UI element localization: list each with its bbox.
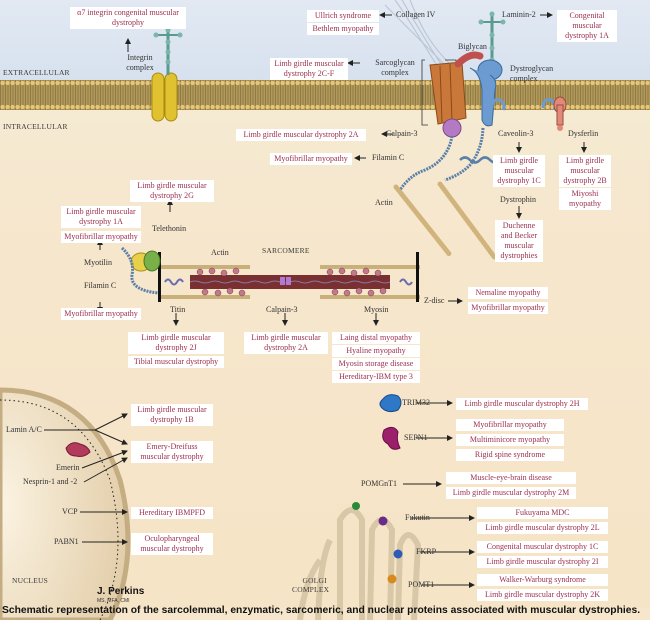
label-nesprin: Nesprin-1 and -2: [23, 477, 78, 486]
label-filamin-membrane: Filamin C: [372, 153, 405, 162]
label-filamin-sarc: Filamin C: [84, 281, 117, 290]
zdisc-proteins-shape: [120, 246, 161, 295]
disease-collagen-1: Bethlem myopathy: [307, 23, 379, 35]
disease-zdisc-1: Myofibrillar myopathy: [468, 302, 548, 314]
label-calpain-membrane: Calpain-3: [386, 129, 418, 138]
golgi-label-line1: GOLGI: [302, 576, 327, 585]
disease-integrin: α7 integrin congenital muscular dystroph…: [70, 7, 186, 29]
disease-myosin-0: Laing distal myopathy: [332, 332, 420, 344]
disease-pomt1-0: Walker-Warburg syndrome: [477, 574, 608, 586]
sarcomere-shape: [158, 252, 420, 302]
disease-lamin: Limb girdle muscular dystrophy 1B: [131, 404, 213, 426]
golgi-enzymes: [352, 502, 403, 584]
integrin-complex-shape: [151, 19, 183, 122]
disease-titin-1: Tibial muscular dystrophy: [128, 356, 224, 368]
label-dystrophin: Dystrophin: [500, 195, 536, 204]
label-caveolin: Caveolin-3: [498, 129, 534, 138]
intracellular-label: INTRACELLULAR: [3, 122, 68, 131]
dystroglycan-complex-shape: [469, 59, 557, 127]
disease-myosin-2: Myosin storage disease: [332, 358, 420, 370]
label-actin-membrane: Actin: [375, 198, 393, 207]
sepn1-shape: [382, 426, 401, 450]
disease-vcp: Hereditary IBMPFD: [131, 507, 213, 519]
disease-telethonin: Limb girdle muscular dystrophy 2G: [130, 180, 214, 202]
disease-dysferlin-1: Miyoshi myopathy: [559, 188, 611, 210]
label-pomgnt1: POMGnT1: [361, 479, 398, 488]
disease-sepn1-1: Multiminicore myopathy: [456, 434, 564, 446]
disease-fkrp-1: Limb girdle muscular dystrophy 2I: [477, 556, 608, 568]
label-telethonin: Telethonin: [152, 224, 187, 233]
disease-calpain-membrane: Limb girdle muscular dystrophy 2A: [236, 129, 366, 141]
nucleus-shape: [0, 387, 131, 620]
label-sarcoglycan: Sarcoglycan complex: [375, 58, 415, 77]
label-dystroglycan: Dystroglycan complex: [510, 64, 554, 83]
label-biglycan: Biglycan: [458, 42, 487, 51]
label-collagen: Collagen IV: [396, 10, 436, 19]
label-myotilin: Myotilin: [84, 258, 113, 267]
golgi-shape: [297, 507, 422, 620]
disease-fukutin-1: Limb girdle muscular dystrophy 2L: [477, 522, 608, 534]
sarcomere-label: SARCOMERE: [262, 246, 310, 255]
disease-titin-0: Limb girdle muscular dystrophy 2J: [128, 332, 224, 354]
disease-trim32: Limb girdle muscular dystrophy 2H: [456, 398, 588, 410]
label-dysferlin: Dysferlin: [568, 129, 599, 138]
disease-myotilin-1: Myofibrillar myopathy: [61, 231, 141, 243]
disease-myotilin-0: Limb girdle muscular dystrophy 1A: [61, 206, 141, 228]
label-calpain-sarc: Calpain-3: [266, 305, 298, 314]
disease-pabn1: Oculopharyngeal muscular dystrophy: [131, 533, 213, 555]
label-integrin: Integrin complex: [126, 53, 154, 72]
trim32-shape: [379, 394, 402, 413]
disease-pomt1-1: Limb girdle muscular dystrophy 2K: [477, 589, 608, 601]
sarcolemma-membrane: [0, 80, 650, 110]
dysferlin-shape: [553, 96, 567, 131]
label-fukutin: Fukutin: [405, 513, 430, 522]
label-vcp: VCP: [62, 507, 78, 516]
extracellular-label: EXTRACELLULAR: [3, 68, 70, 77]
label-zdisc: Z-disc: [424, 296, 445, 305]
disease-dystrophin: Duchenne and Becker muscular dystrophies: [495, 220, 543, 262]
label-emerin: Emerin: [56, 463, 80, 472]
golgi-label: GOLGI COMPLEX: [292, 576, 329, 594]
artist-credentials: MS, MFA, CMI: [97, 598, 130, 604]
membrane-chains: [398, 127, 485, 191]
label-trim32: TRIM32: [402, 398, 430, 407]
actin-filaments: [393, 181, 498, 261]
label-lamin: Lamin A/C: [6, 425, 42, 434]
disease-myosin-3: Hereditary-IBM type 3: [332, 371, 420, 383]
label-sepn1: SEPN1: [404, 433, 428, 442]
biglycan-shape: [454, 51, 484, 68]
disease-calpain-sarc: Limb girdle muscular dystrophy 2A: [244, 332, 328, 354]
disease-collagen-0: Ullrich syndrome: [307, 10, 379, 22]
disease-caveolin: Limb girdle muscular dystrophy 1C: [493, 155, 545, 187]
disease-laminin: Congenital muscular dystrophy 1A: [557, 10, 617, 42]
figure-caption: Schematic representation of the sarcolem…: [2, 605, 641, 616]
disease-sepn1-2: Rigid spine syndrome: [456, 449, 564, 461]
label-actin-sarc: Actin: [211, 248, 229, 257]
disease-emery: Emery-Dreifuss muscular dystrophy: [131, 441, 213, 463]
label-laminin: Laminin-2: [502, 10, 536, 19]
label-myosin: Myosin: [364, 305, 389, 314]
arrows: [80, 12, 587, 588]
label-titin: Titin: [170, 305, 186, 314]
disease-filamin-sarc: Myofibrillar myopathy: [61, 308, 141, 320]
disease-myosin-1: Hyaline myopathy: [332, 345, 420, 357]
disease-pomgnt1-1: Limb girdle muscular dystrophy 2M: [446, 487, 576, 499]
disease-sepn1-0: Myofibrillar myopathy: [456, 419, 564, 431]
disease-fkrp-0: Congenital muscular dystrophy 1C: [477, 541, 608, 553]
sarcoglycan-complex-shape: [421, 59, 467, 138]
nucleus-label: NUCLEUS: [12, 576, 48, 585]
disease-zdisc-0: Nemaline myopathy: [468, 287, 548, 299]
disease-sarcoglycan: Limb girdle muscular dystrophy 2C-F: [270, 58, 348, 80]
label-pomt1: POMT1: [408, 580, 435, 589]
label-pabn1: PABN1: [54, 537, 79, 546]
disease-dysferlin-0: Limb girdle muscular dystrophy 2B: [559, 155, 611, 187]
disease-filamin-membrane: Myofibrillar myopathy: [270, 153, 352, 165]
label-fkrp: FKRP: [416, 547, 437, 556]
disease-pomgnt1-0: Muscle-eye-brain disease: [446, 472, 576, 484]
golgi-label-line2: COMPLEX: [292, 585, 330, 594]
artist-signature: J. Perkins: [97, 586, 145, 597]
disease-fukutin-0: Fukuyama MDC: [477, 507, 608, 519]
